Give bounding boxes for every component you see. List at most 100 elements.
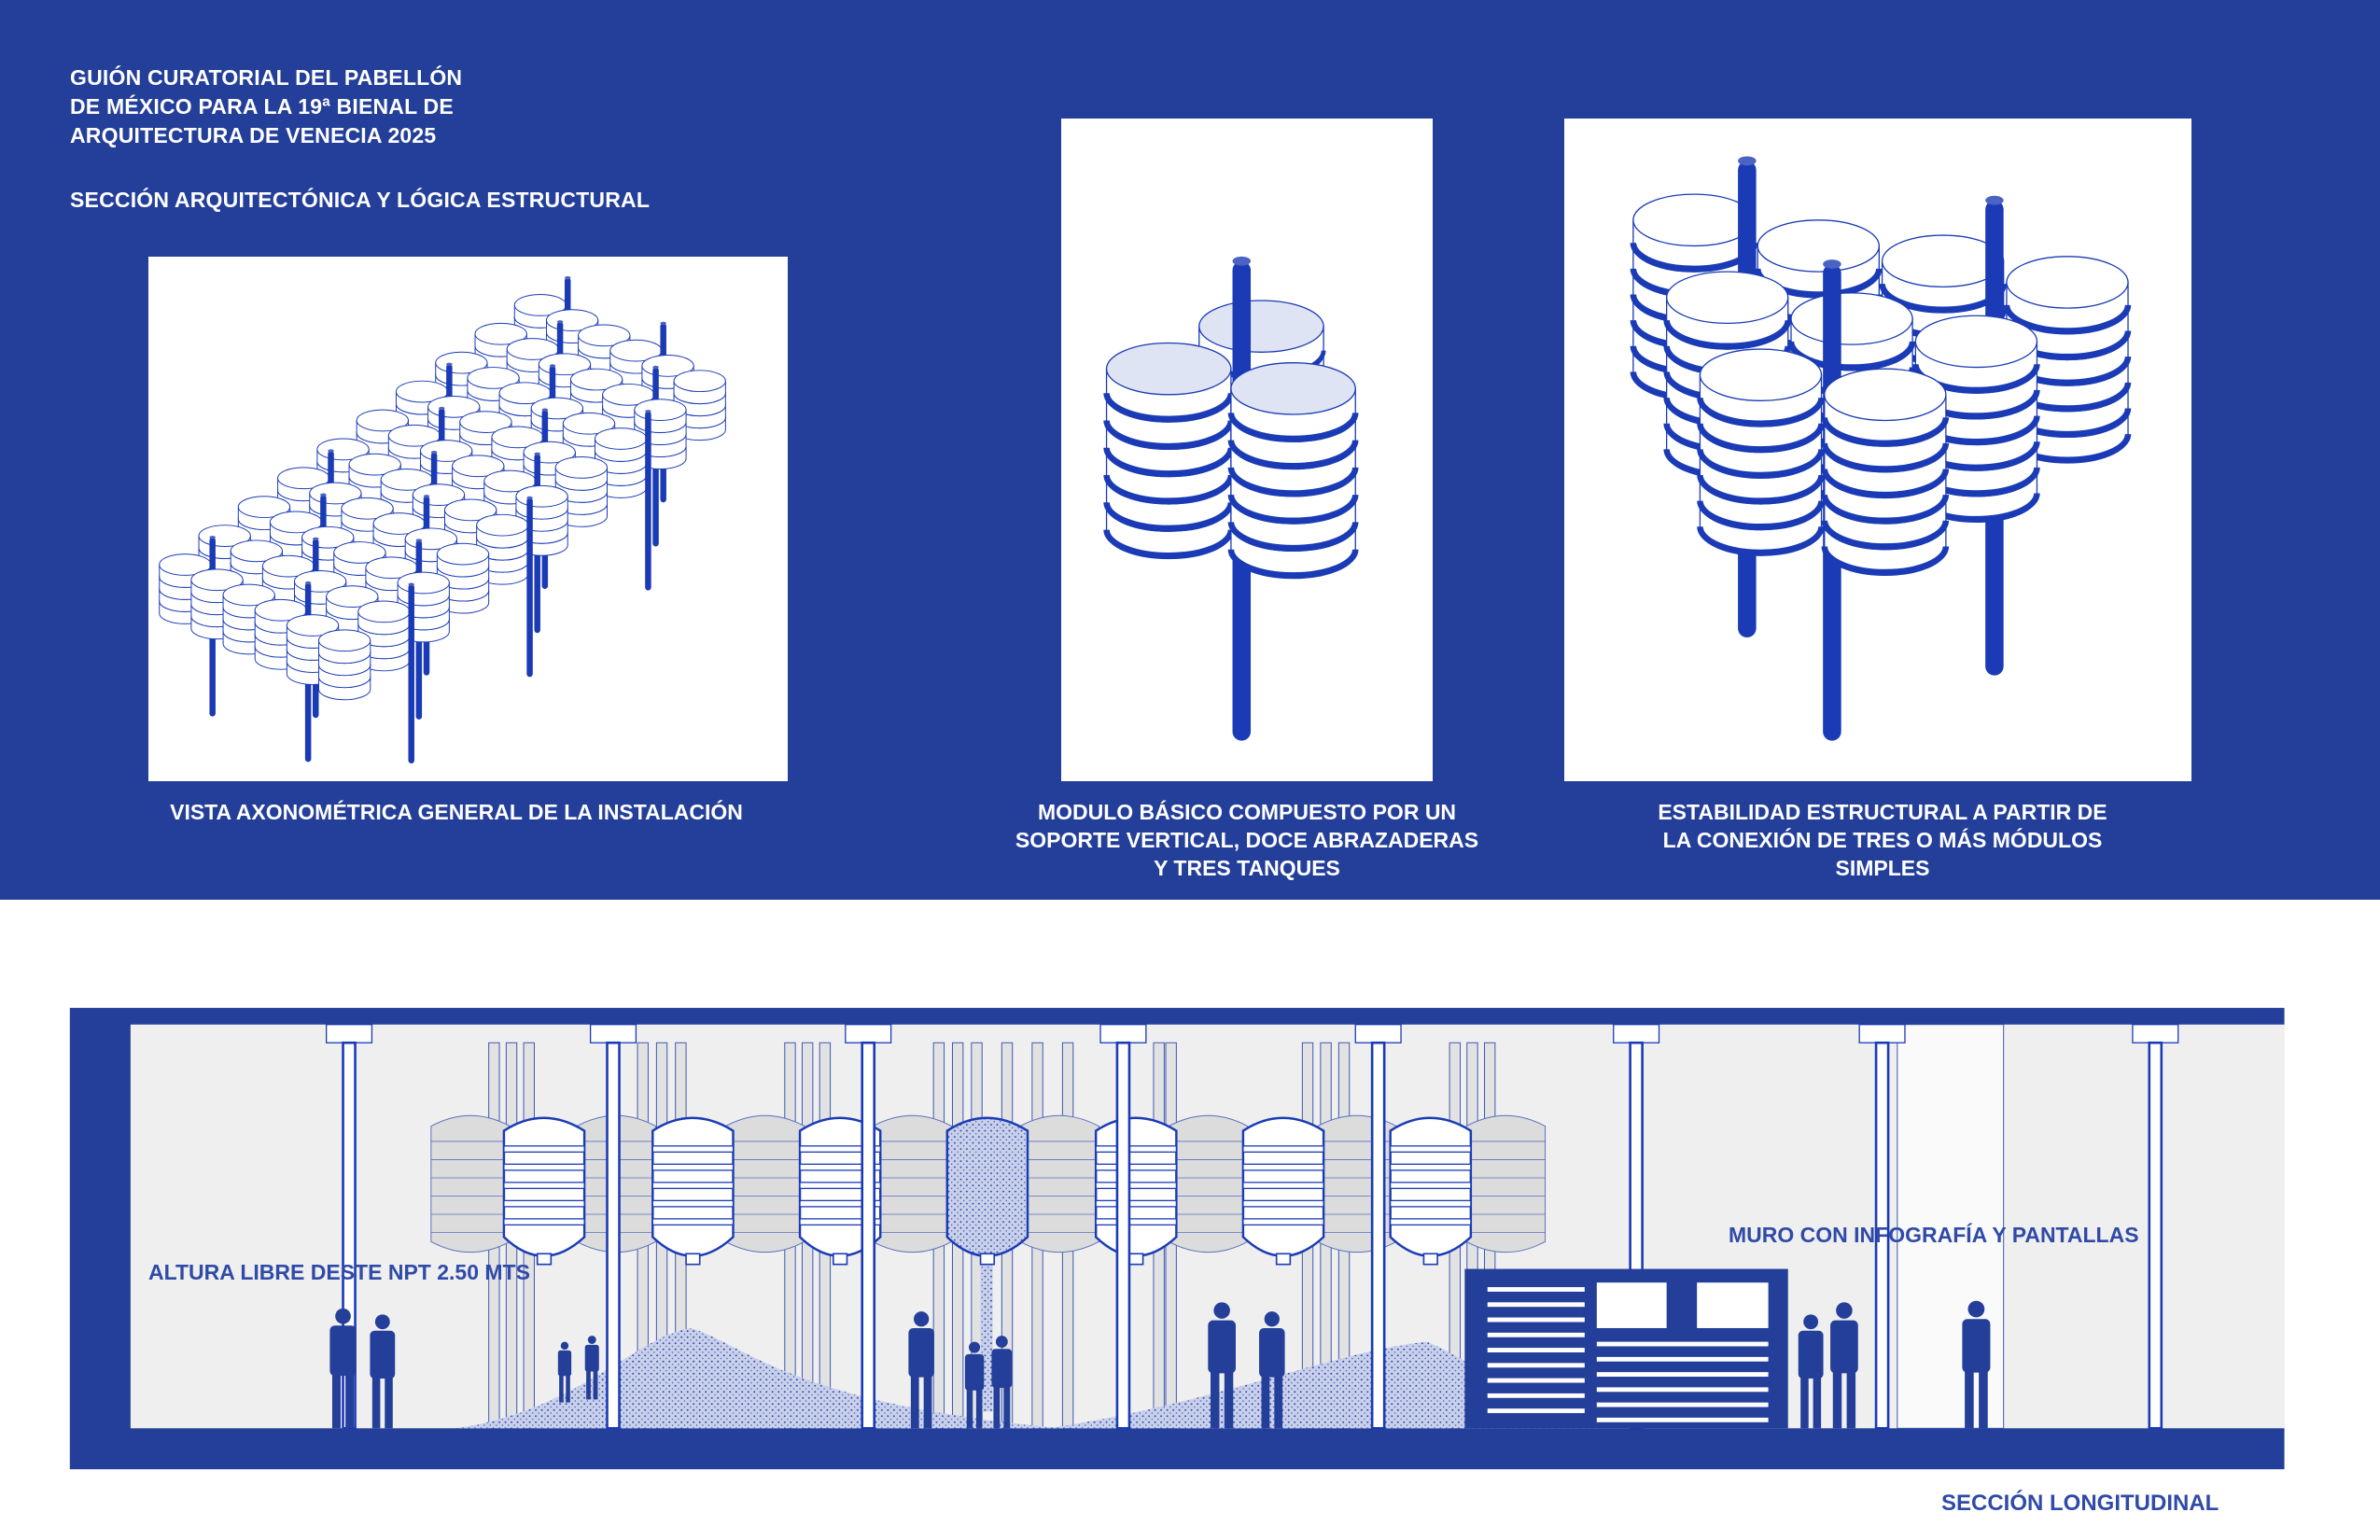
- person-leg: [1832, 1371, 1842, 1429]
- person-leg: [1979, 1370, 1988, 1429]
- tank-top: [1699, 348, 1823, 401]
- tank-top: [1757, 219, 1880, 273]
- tank-top: [444, 498, 497, 522]
- pole-cap: [541, 408, 549, 412]
- tank-top: [467, 367, 520, 389]
- column-cap: [325, 1024, 373, 1043]
- tank-stack: [1103, 342, 1235, 560]
- clamp-band: [1697, 500, 1825, 530]
- person-silhouette: [329, 1308, 357, 1429]
- tank-top: [341, 497, 394, 520]
- connected-modules-drawing: [1630, 156, 2132, 741]
- board-subtitle: SECCIÓN ARQUITECTÓNICA Y LÓGICA ESTRUCTU…: [70, 188, 651, 212]
- tank-clamp: [1095, 1163, 1178, 1171]
- person-silhouette: [991, 1336, 1013, 1429]
- basic-module-caption: MODULO BÁSICO COMPUESTO POR UN SOPORTE V…: [967, 798, 1527, 882]
- title-line: ARQUITECTURA DE VENECIA 2025: [70, 123, 437, 147]
- column-cap: [2132, 1024, 2179, 1043]
- pole-cap: [430, 450, 438, 455]
- person-leg: [1224, 1371, 1234, 1429]
- tank-top: [515, 484, 568, 508]
- person-head: [914, 1311, 930, 1327]
- clamp-band: [1227, 440, 1359, 469]
- tank-stack: [1821, 368, 1950, 576]
- tank-top: [356, 409, 409, 432]
- tank-top: [1632, 193, 1756, 247]
- tank-outlet: [685, 1253, 701, 1266]
- pole-cap: [534, 452, 540, 455]
- tank-top: [1914, 315, 2038, 369]
- tank-outlet: [1128, 1253, 1144, 1266]
- pole-cap: [304, 581, 312, 585]
- clamp-band: [1697, 526, 1825, 556]
- person-leg: [586, 1370, 591, 1400]
- infographic-line: [1596, 1417, 1769, 1422]
- clear-height-label: ALTURA LIBRE DESTE NPT 2.50 MTS: [148, 1260, 530, 1284]
- pole-cap: [415, 539, 423, 542]
- pole-cap: [408, 582, 414, 586]
- clamp-band: [1103, 529, 1235, 559]
- clamp-band: [1821, 469, 1950, 498]
- person-body: [1962, 1319, 1991, 1373]
- person-body: [991, 1349, 1013, 1388]
- infographic-line: [1487, 1393, 1585, 1398]
- structural-column: [606, 1041, 621, 1430]
- background-tank: [1168, 1114, 1249, 1253]
- person-leg: [1800, 1377, 1809, 1429]
- pole-cap: [564, 275, 571, 280]
- tank-clamp: [1242, 1163, 1324, 1171]
- clamp-band: [1227, 549, 1359, 579]
- infographic-line: [1596, 1387, 1769, 1393]
- tank-clamp: [1242, 1145, 1324, 1153]
- person-silhouette: [1208, 1302, 1236, 1429]
- person-silhouette: [1259, 1311, 1285, 1429]
- caption-line: SIMPLES: [1835, 856, 1930, 880]
- person-body: [1830, 1320, 1858, 1374]
- pole-cap: [652, 365, 659, 370]
- infographic-line: [1596, 1341, 1769, 1347]
- infographic-line: [1487, 1363, 1585, 1368]
- tank-top: [190, 568, 244, 592]
- tank-top: [222, 583, 275, 607]
- person-silhouette: [1830, 1302, 1858, 1429]
- tank-clamp: [1242, 1182, 1324, 1190]
- clamp-band: [1103, 501, 1235, 532]
- tank-top: [569, 368, 623, 391]
- tank-top: [318, 629, 371, 652]
- water-tank: [945, 1116, 1029, 1257]
- background-tank: [1465, 1114, 1547, 1253]
- tank-top: [326, 585, 379, 608]
- structural-column: [1115, 1041, 1131, 1430]
- board-title: GUIÓN CURATORIAL DEL PABELLÓN DE MÉXICO …: [70, 63, 462, 150]
- tank-clamp: [799, 1199, 881, 1208]
- person-body: [584, 1344, 599, 1372]
- person-head: [1213, 1302, 1230, 1319]
- person-leg: [910, 1375, 919, 1429]
- person-head: [1264, 1311, 1280, 1327]
- tank-top: [459, 411, 512, 433]
- axonometric-view: [159, 275, 726, 764]
- tank-clamp: [1095, 1199, 1178, 1208]
- clamp-band: [1821, 416, 1950, 447]
- axonometric-caption: VISTA AXONOMÉTRICA GENERAL DE LA INSTALA…: [148, 798, 764, 826]
- tank-stack: [673, 370, 726, 441]
- pole-cap: [313, 537, 319, 540]
- title-line: GUIÓN CURATORIAL DEL PABELLÓN: [70, 65, 463, 90]
- tank-top: [452, 455, 505, 478]
- tank-clamp: [1390, 1145, 1472, 1153]
- person-leg: [345, 1374, 355, 1429]
- tank-top: [1881, 234, 2005, 288]
- person-leg: [1211, 1371, 1220, 1429]
- infographic-line: [1596, 1402, 1769, 1407]
- tank-top: [562, 412, 616, 435]
- screen: [1697, 1282, 1769, 1328]
- clamp-band: [1103, 392, 1235, 423]
- clamp-band: [1103, 447, 1235, 477]
- tank-clamp: [1095, 1182, 1178, 1190]
- tank-top: [595, 427, 648, 450]
- person-leg: [966, 1389, 973, 1429]
- column-cap: [1354, 1024, 1402, 1043]
- clamp-band: [1697, 397, 1825, 427]
- structural-column: [2148, 1041, 2163, 1430]
- tank-top: [1790, 292, 1913, 345]
